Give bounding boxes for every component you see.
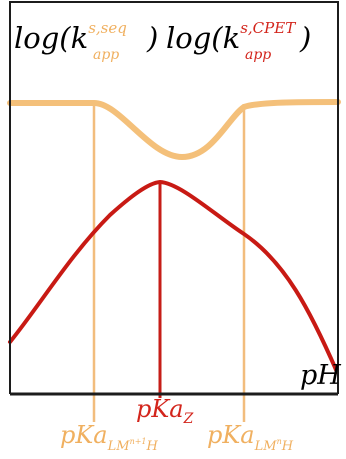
pka-z-label: pKaZ <box>136 395 194 427</box>
pka-lm-n1-label: pKaLMn+1H <box>60 421 159 454</box>
pka-lm-n-label: pKaLMnH <box>207 421 294 454</box>
seq-rate-heading: log(ks,seq app) <box>14 19 158 63</box>
cpet-heading-subscript: app <box>245 47 271 63</box>
seq-heading-close: ) <box>146 21 158 55</box>
seq-heading-func: log( <box>14 21 71 55</box>
pka-lm-n1-sub-b: H <box>146 439 159 454</box>
seq-heading-superscript: s,seq <box>88 19 127 37</box>
cpet-heading-k: k <box>223 21 241 55</box>
pka-lm-n-sub-a: LM <box>254 439 278 454</box>
pka-lm-n-main: pKa <box>207 421 255 449</box>
pka-lm-n1-sub-sup: n+1 <box>130 437 147 446</box>
cpet-rate-heading: log(ks,CPET app) <box>166 19 311 63</box>
x-axis-label: pH <box>300 360 341 391</box>
cpet-heading-superscript: s,CPET <box>240 19 296 37</box>
pka-lm-n-sub-b: H <box>281 439 294 454</box>
cpet-rate-curve <box>8 179 339 374</box>
seq-heading-subscript: app <box>93 47 119 63</box>
cpet-heading-func: log( <box>166 21 223 55</box>
pka-z-main: pKa <box>136 395 184 423</box>
pka-z-subscript: Z <box>183 411 194 427</box>
pka-lm-n-sub-sup: n <box>277 437 282 446</box>
cpet-heading-close: ) <box>299 21 311 55</box>
plot-frame <box>9 1 339 394</box>
seq-heading-k: k <box>71 21 89 55</box>
seq-rate-curve <box>7 99 341 161</box>
pka-lm-n1-main: pKa <box>60 421 108 449</box>
pka-lm-n1-sub-a: LM <box>107 439 131 454</box>
